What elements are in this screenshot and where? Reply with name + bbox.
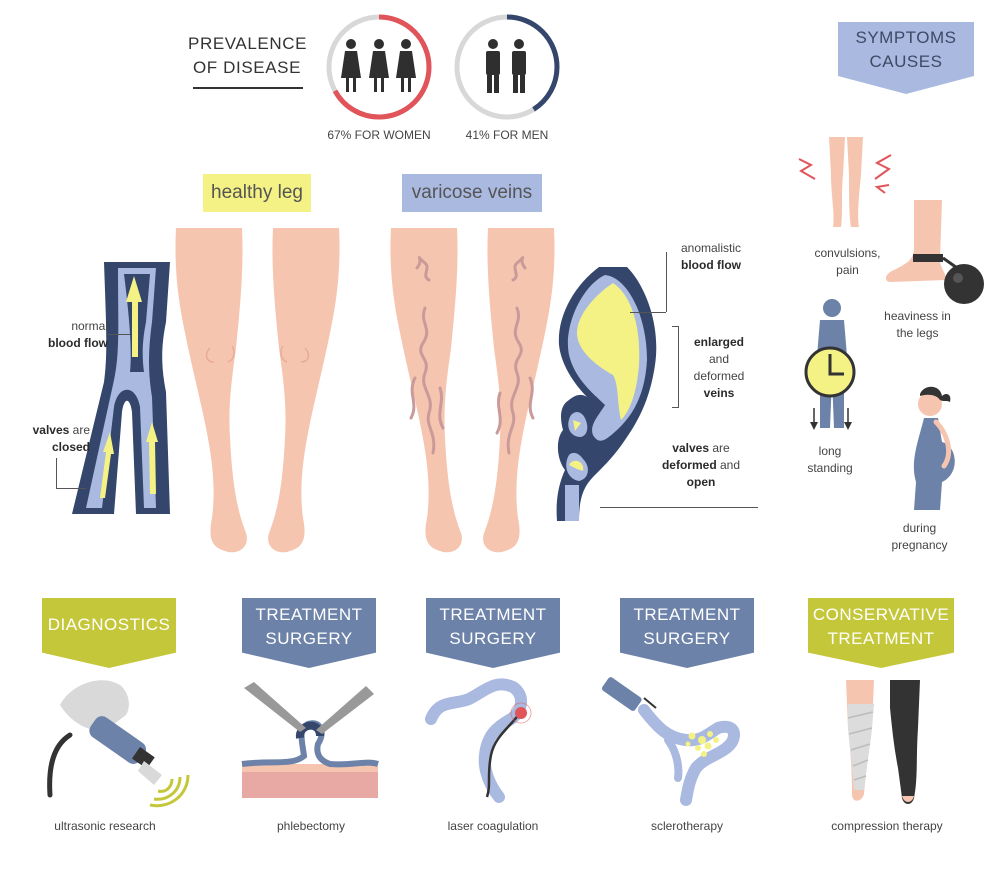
- enlarged-line2: and: [708, 352, 730, 366]
- women-ring: [326, 14, 432, 120]
- enlarged-line3: deformed: [693, 369, 745, 383]
- healthy-legs-illustration: [175, 228, 340, 553]
- normal-flow-line1: normal: [71, 319, 108, 333]
- healthy-vein-diagram: [72, 262, 170, 514]
- valves-open-pointer: [600, 507, 758, 508]
- diagnostics-banner-line1: DIAGNOSTICS: [47, 615, 171, 634]
- laser-banner-line2: SURGERY: [449, 629, 537, 648]
- men-ring: [454, 14, 560, 120]
- symptoms-line2: CAUSES: [869, 52, 943, 71]
- symptoms-line1: SYMPTOMS: [855, 28, 957, 47]
- men-caption: 41% FOR MEN: [465, 128, 549, 142]
- ultrasonic-caption: ultrasonic research: [54, 819, 156, 833]
- pregnancy-icon: [913, 386, 955, 510]
- long-standing-label: long standing: [790, 443, 870, 477]
- sclerotherapy-banner-line1: TREATMENT: [633, 605, 741, 624]
- valves-closed-label: valves are closed: [10, 422, 90, 456]
- laser-coagulation-icon: [425, 678, 532, 803]
- sclerotherapy-banner-line2: SURGERY: [643, 629, 731, 648]
- prevalence-title-underline: [193, 87, 303, 89]
- pregnancy-label: during pregnancy: [872, 520, 967, 554]
- varicose-veins-tag: varicose veins: [402, 174, 542, 212]
- symptoms-causes-banner: SYMPTOMS CAUSES: [838, 22, 974, 94]
- pain-legs-icon: [798, 137, 892, 227]
- valves-open-label: valves are deformed and open: [654, 440, 748, 491]
- valves-closed-pointer-h: [56, 488, 86, 489]
- long-standing-icon: [804, 299, 856, 430]
- laser-caption: laser coagulation: [447, 819, 539, 833]
- conservative-banner-line2: TREATMENT: [827, 629, 935, 648]
- diagnostics-banner: DIAGNOSTICS: [42, 598, 176, 668]
- convulsions-label: convulsions, pain: [800, 245, 895, 279]
- prevalence-title-line1: PREVALENCE: [188, 34, 308, 53]
- heaviness-line1: heaviness in: [884, 309, 951, 323]
- enlarged-line1: enlarged: [693, 335, 744, 349]
- anomalistic-flow-line2: blood flow: [681, 258, 741, 272]
- heaviness-label: heaviness in the legs: [870, 308, 965, 342]
- valves-open-word4: and: [720, 458, 741, 472]
- long-standing-line2: standing: [807, 461, 853, 475]
- phlebectomy-icon: [241, 682, 379, 798]
- compression-stocking-icon: [846, 680, 920, 804]
- ultrasound-probe-icon: [47, 680, 190, 808]
- enlarged-line4: veins: [703, 386, 735, 400]
- valves-closed-word1: valves: [32, 423, 70, 437]
- conservative-banner: CONSERVATIVE TREATMENT: [808, 598, 954, 668]
- healthy-leg-tag: healthy leg: [203, 174, 311, 212]
- normal-flow-pointer: [108, 334, 130, 335]
- ball-and-chain-icon: [885, 200, 984, 304]
- valves-closed-pointer-v: [56, 458, 57, 488]
- phlebectomy-banner-line2: SURGERY: [265, 629, 353, 648]
- phlebectomy-caption: phlebectomy: [276, 819, 346, 833]
- pregnancy-line1: during: [902, 521, 937, 535]
- valves-closed-word2: are: [72, 423, 90, 437]
- sclerotherapy-caption: sclerotherapy: [650, 819, 724, 833]
- valves-open-word2: are: [712, 441, 730, 455]
- varicose-legs-illustration: [390, 228, 555, 553]
- laser-banner-line1: TREATMENT: [439, 605, 547, 624]
- prevalence-title-line2: OF DISEASE: [192, 58, 302, 77]
- valves-open-word5: open: [686, 475, 716, 489]
- enlarged-veins-label: enlarged and deformed veins: [680, 334, 758, 402]
- phlebectomy-banner: TREATMENT SURGERY: [242, 598, 376, 668]
- anomalistic-flow-line1: anomalistic: [680, 241, 742, 255]
- normal-flow-line2: blood flow: [48, 336, 108, 350]
- phlebectomy-banner-line1: TREATMENT: [255, 605, 363, 624]
- convulsions-line2: pain: [836, 263, 859, 277]
- enlarged-bracket: [672, 326, 679, 408]
- normal-flow-label: normal blood flow: [20, 318, 108, 352]
- convulsions-line1: convulsions,: [814, 246, 881, 260]
- anomalistic-pointer-v: [666, 252, 667, 312]
- sclerotherapy-icon: [602, 677, 740, 806]
- prevalence-title: PREVALENCE OF DISEASE: [188, 32, 306, 80]
- valves-closed-word3: closed: [51, 440, 90, 454]
- anomalistic-pointer-h: [630, 312, 666, 313]
- anomalistic-flow-label: anomalistic blood flow: [666, 240, 756, 274]
- valves-open-word1: valves: [672, 441, 709, 455]
- pregnancy-line2: pregnancy: [891, 538, 948, 552]
- heaviness-line2: the legs: [896, 326, 939, 340]
- compression-caption: compression therapy: [831, 819, 943, 833]
- varicose-vein-diagram: [556, 267, 657, 521]
- laser-banner: TREATMENT SURGERY: [426, 598, 560, 668]
- valves-open-word3: deformed: [661, 458, 717, 472]
- long-standing-line1: long: [818, 444, 842, 458]
- women-caption: 67% FOR WOMEN: [327, 128, 431, 142]
- conservative-banner-line1: CONSERVATIVE: [812, 605, 950, 624]
- sclerotherapy-banner: TREATMENT SURGERY: [620, 598, 754, 668]
